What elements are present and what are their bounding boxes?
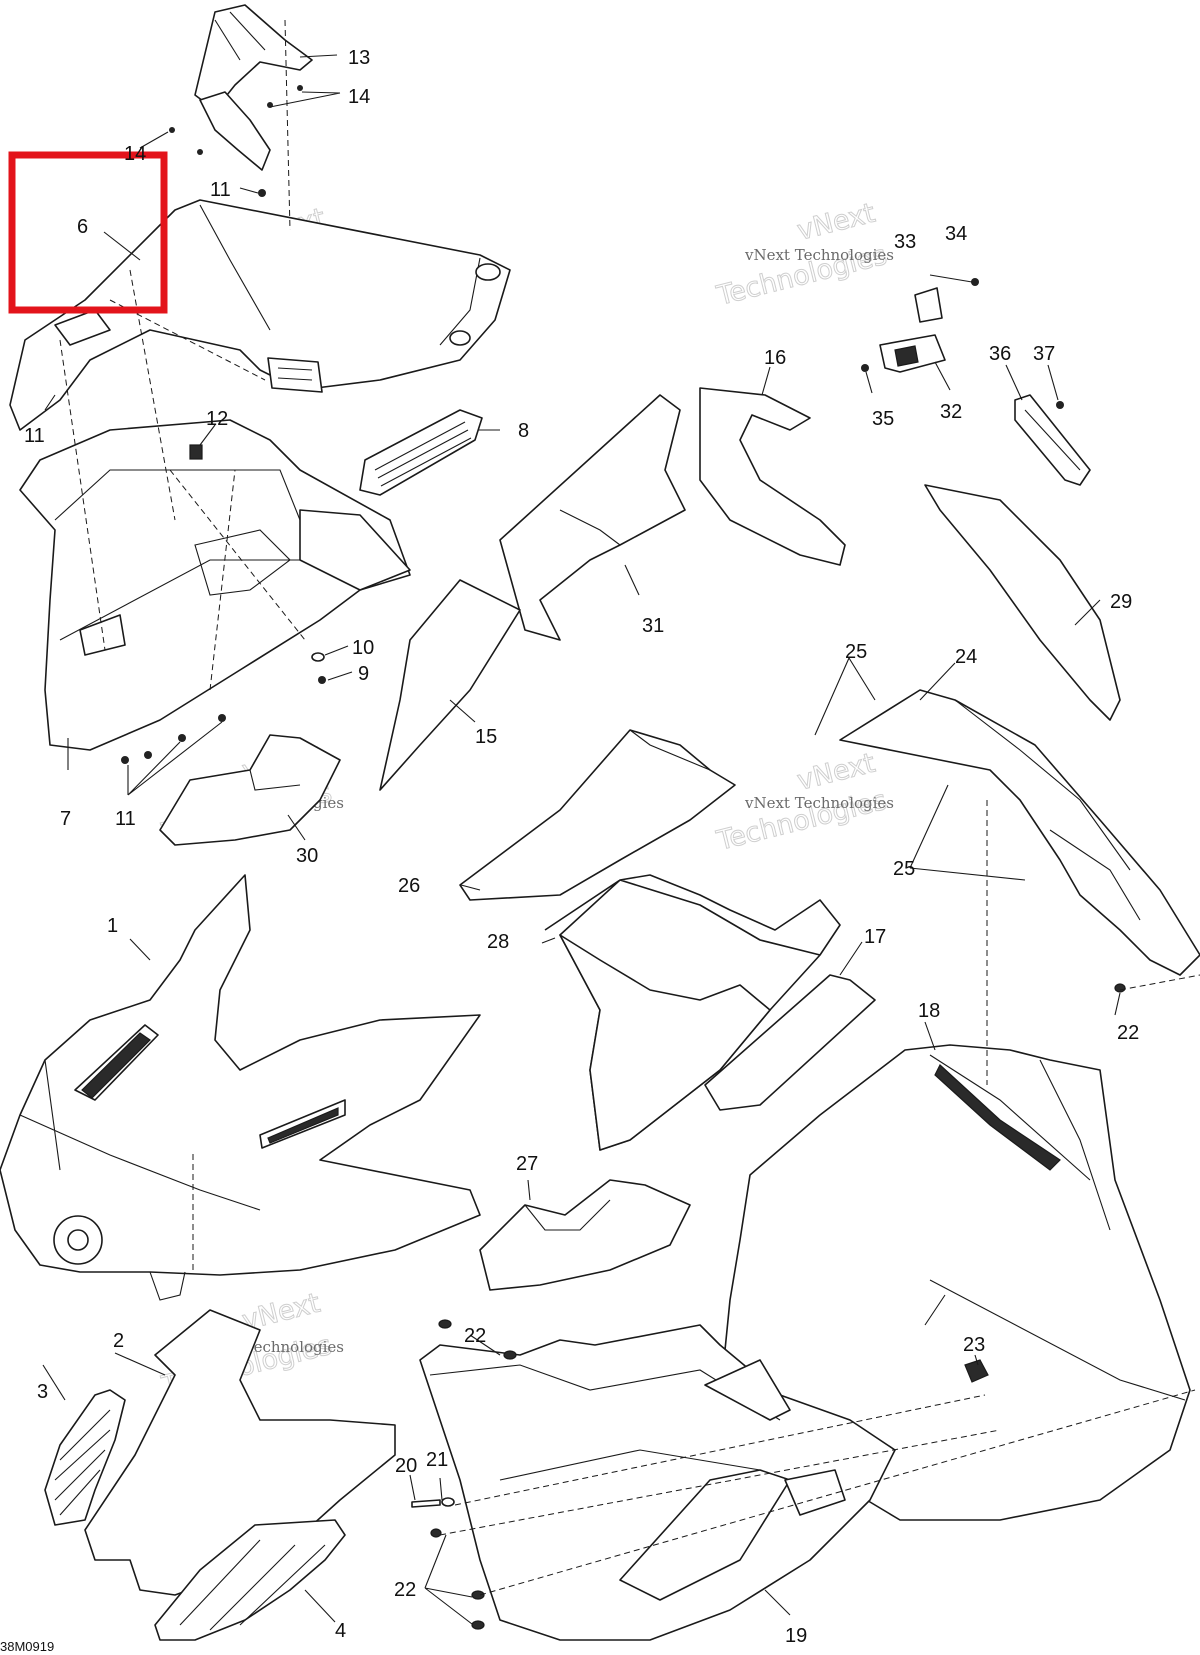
callout-22-right: 22 bbox=[1117, 1022, 1139, 1044]
part-1-hood bbox=[0, 874, 481, 1301]
svg-text:vNext: vNext bbox=[794, 198, 878, 247]
part-19-lower-cowl bbox=[419, 1324, 896, 1641]
callout-26: 26 bbox=[398, 875, 420, 897]
part-33-bracket bbox=[914, 287, 943, 323]
part-34-screw bbox=[971, 278, 979, 286]
callout-34: 34 bbox=[945, 223, 967, 245]
watermark-top-right: Technologies vNext vNext Technologies bbox=[713, 197, 894, 312]
callout-20: 20 bbox=[395, 1455, 417, 1477]
part-12-clip bbox=[189, 444, 203, 460]
callout-15: 15 bbox=[475, 726, 497, 748]
callout-16: 16 bbox=[764, 347, 786, 369]
part-13-windshield bbox=[194, 4, 313, 171]
callout-32: 32 bbox=[940, 401, 962, 423]
callout-18: 18 bbox=[918, 1000, 940, 1022]
callout-30: 30 bbox=[296, 845, 318, 867]
part-8-vent bbox=[359, 409, 483, 496]
callout-10: 10 bbox=[352, 637, 374, 659]
callout-11-top: 11 bbox=[210, 179, 231, 201]
callout-28: 28 bbox=[487, 931, 509, 953]
callout-8: 8 bbox=[518, 420, 529, 442]
callout-33: 33 bbox=[894, 231, 916, 253]
callout-22-bottom: 22 bbox=[394, 1579, 416, 1601]
callout-1: 1 bbox=[107, 915, 118, 937]
svg-text:vNext Technologies: vNext Technologies bbox=[744, 246, 894, 264]
svg-text:vNext Technologies: vNext Technologies bbox=[744, 794, 894, 812]
callout-27: 27 bbox=[516, 1153, 538, 1175]
part-23-clip bbox=[964, 1359, 989, 1383]
part-32-bracket bbox=[879, 334, 946, 373]
part-17-foam-strip bbox=[704, 974, 876, 1111]
callout-17: 17 bbox=[864, 926, 886, 948]
part-37-screw bbox=[1056, 401, 1064, 409]
callout-25-bottom: 25 bbox=[893, 858, 915, 880]
part-6-front-panel bbox=[9, 199, 511, 431]
callout-21: 21 bbox=[426, 1449, 448, 1471]
part-26-foam-block bbox=[459, 729, 736, 901]
callout-22-mid: 22 bbox=[464, 1325, 486, 1347]
part-31-seal bbox=[499, 394, 686, 641]
part-20-21-22-fasteners bbox=[411, 983, 1126, 1630]
callout-35: 35 bbox=[872, 408, 894, 430]
assembly-lines bbox=[59, 19, 1200, 1596]
part-16-deflector bbox=[699, 387, 846, 566]
callout-11-left: 11 bbox=[24, 425, 45, 447]
part-15-side-foam bbox=[379, 579, 521, 791]
part-29-trim bbox=[924, 484, 1121, 721]
part-9-10-fasteners bbox=[311, 652, 326, 684]
callout-31: 31 bbox=[642, 615, 664, 637]
leader-lines bbox=[42, 54, 1121, 1625]
callout-3: 3 bbox=[37, 1381, 48, 1403]
part-2-hood-section bbox=[84, 1309, 396, 1596]
callout-37: 37 bbox=[1033, 343, 1055, 365]
drawing-id: 38M0919 bbox=[0, 1639, 54, 1654]
callout-19: 19 bbox=[785, 1625, 807, 1647]
callout-14-left: 14 bbox=[124, 143, 146, 165]
callout-11-bottom: 11 bbox=[115, 808, 136, 830]
callout-4: 4 bbox=[335, 1620, 346, 1642]
callout-24: 24 bbox=[955, 646, 977, 668]
part-35-screw bbox=[861, 364, 869, 372]
part-24-side-panel bbox=[839, 689, 1200, 976]
callout-29: 29 bbox=[1110, 591, 1132, 613]
callout-7: 7 bbox=[60, 808, 71, 830]
part-36-strap bbox=[1014, 394, 1091, 486]
part-4-grille bbox=[154, 1519, 346, 1641]
callout-25-top: 25 bbox=[845, 641, 867, 663]
callout-12: 12 bbox=[206, 408, 228, 430]
part-14-screws bbox=[169, 85, 303, 197]
part-30-foam-pad bbox=[159, 734, 341, 846]
callout-23: 23 bbox=[963, 1334, 985, 1356]
part-7-front-cowl bbox=[19, 419, 411, 764]
callout-14-top: 14 bbox=[348, 86, 370, 108]
callout-36: 36 bbox=[989, 343, 1011, 365]
callouts: 13 14 14 11 6 11 12 8 10 9 7 11 30 16 31… bbox=[24, 47, 1139, 1647]
watermark-mid-right: Technologies vNext vNext Technologies bbox=[713, 747, 894, 857]
callout-6: 6 bbox=[77, 216, 88, 238]
callout-9: 9 bbox=[358, 663, 369, 685]
callout-2: 2 bbox=[113, 1330, 124, 1352]
part-27-foam bbox=[479, 1179, 691, 1291]
callout-13: 13 bbox=[348, 47, 370, 69]
part-3-grille bbox=[44, 1389, 126, 1526]
part-28-shaped-panel bbox=[544, 874, 841, 1151]
highlight-box bbox=[8, 151, 168, 314]
